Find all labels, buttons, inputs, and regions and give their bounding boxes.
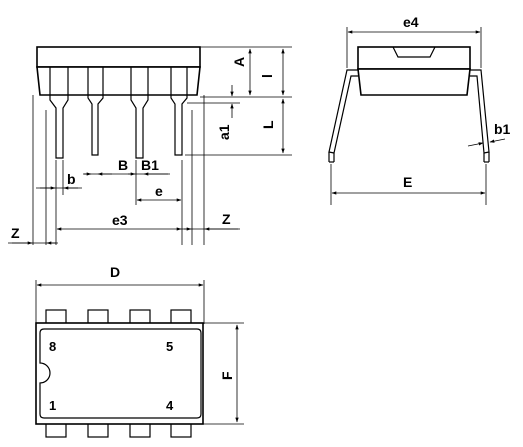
- front-body-top: [36, 46, 201, 68]
- top-body-outer: [35, 322, 204, 425]
- label-Z-right: Z: [222, 211, 231, 227]
- top-body-inner: [39, 328, 202, 419]
- label-D: D: [110, 264, 120, 280]
- label-l: l: [259, 74, 275, 78]
- label-B: B: [118, 157, 128, 173]
- label-F: F: [219, 371, 235, 380]
- label-e3: e3: [112, 212, 128, 228]
- front-lead-4: [170, 67, 188, 156]
- dim-b1-arrow-a: [467, 142, 484, 147]
- end-view: e4 E b1: [328, 14, 511, 205]
- end-body-top: [357, 46, 471, 70]
- label-a1: a1: [216, 124, 232, 140]
- label-E: E: [403, 174, 412, 190]
- end-lead-left: [328, 69, 358, 154]
- label-e: e: [155, 183, 163, 199]
- top-pin-8: [45, 309, 67, 325]
- top-pin-2: [87, 422, 109, 438]
- label-b: b: [67, 171, 76, 187]
- top-pin-6: [129, 309, 151, 325]
- top-pin-3: [129, 422, 151, 438]
- top-pin-7: [87, 309, 109, 325]
- top-view: D 8 5 1 4 F: [35, 264, 244, 438]
- end-notch: [392, 46, 436, 58]
- front-lead-2: [87, 67, 104, 156]
- top-pin-4: [170, 422, 192, 438]
- label-Z-left: Z: [11, 225, 20, 241]
- front-body-bottom: [36, 66, 201, 96]
- pin-number-5: 5: [166, 339, 173, 354]
- label-B1: B1: [141, 157, 159, 173]
- front-lead-3: [130, 67, 149, 159]
- pin-number-4: 4: [166, 398, 174, 413]
- front-view: A l L a1 b B B1 e e3: [8, 46, 292, 245]
- dim-b1-arrow-b: [489, 138, 506, 143]
- top-pin-1: [45, 422, 67, 438]
- top-pin-5: [170, 309, 192, 325]
- label-b1: b1: [494, 121, 511, 137]
- pin-number-1: 1: [49, 398, 56, 413]
- label-L: L: [260, 120, 276, 129]
- label-e4: e4: [403, 14, 419, 30]
- end-body-bottom: [357, 68, 471, 96]
- label-A: A: [231, 57, 247, 67]
- pin-number-8: 8: [49, 339, 56, 354]
- front-lead-1: [49, 67, 69, 159]
- end-lead-right: [470, 69, 490, 154]
